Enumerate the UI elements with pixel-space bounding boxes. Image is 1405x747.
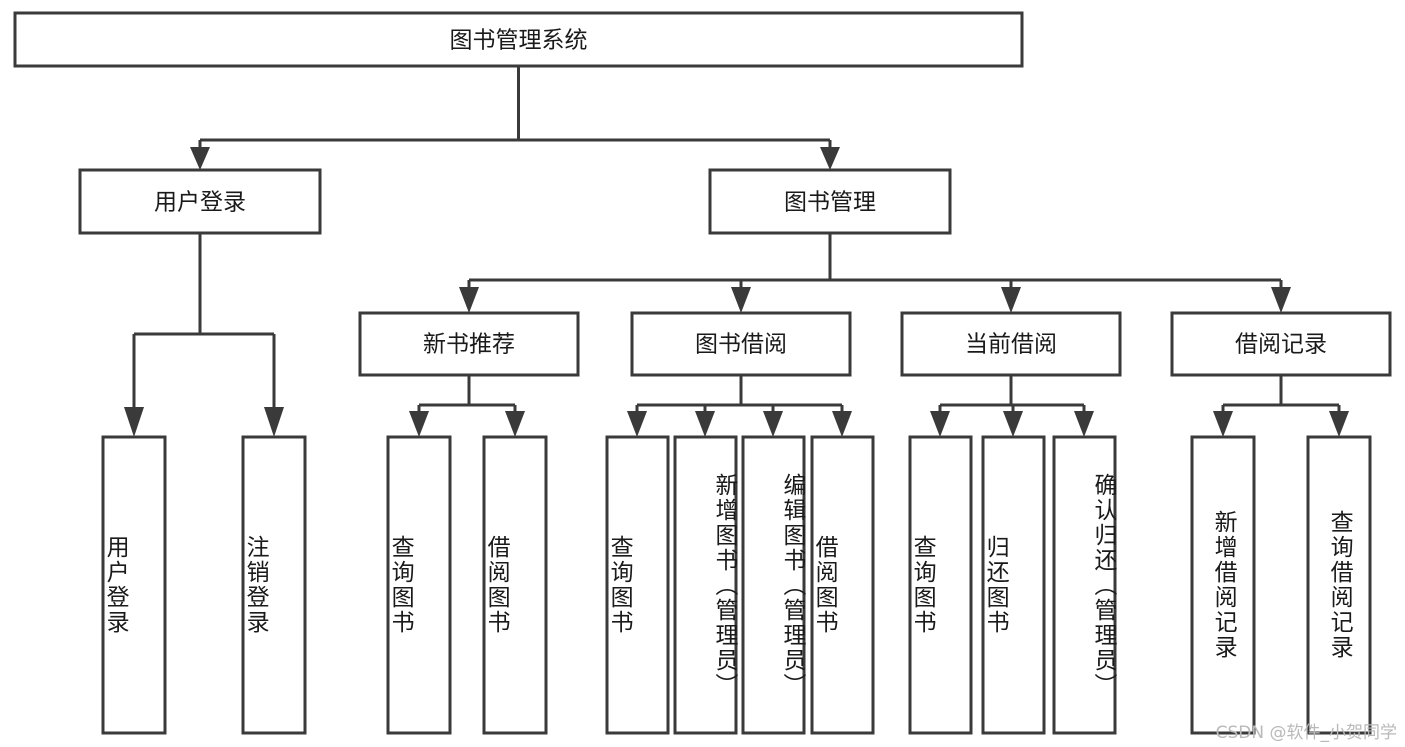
node-box-user-login[interactable] bbox=[78, 168, 322, 235]
node-box-root[interactable] bbox=[13, 11, 1024, 68]
arrow-head-leaf-query-book-2 bbox=[627, 411, 647, 437]
node-new-book-rec[interactable]: 新书推荐 bbox=[358, 311, 580, 377]
node-label-new-book-rec: 新书推荐 bbox=[423, 332, 515, 358]
arrow-head-leaf-query-book-3 bbox=[930, 411, 950, 437]
node-box-current-borrow[interactable] bbox=[900, 311, 1122, 377]
node-box-leaf-query-book-2[interactable] bbox=[605, 435, 670, 735]
csdn-watermark: CSDN @软件_小贺同学 bbox=[1215, 723, 1397, 743]
arrow-head-book-manage bbox=[820, 147, 840, 170]
arrow-head-leaf-add-book bbox=[695, 411, 715, 437]
node-box-leaf-borrow-book-2[interactable] bbox=[810, 435, 875, 735]
node-box-leaf-borrow-book-1[interactable] bbox=[482, 435, 548, 735]
arrow-head-book-borrow bbox=[731, 287, 751, 313]
arrow-head-leaf-edit-book bbox=[763, 411, 783, 437]
node-borrow-records[interactable]: 借阅记录 bbox=[1170, 311, 1392, 377]
node-box-leaf-add-book[interactable] bbox=[673, 435, 738, 735]
node-box-leaf-logout[interactable] bbox=[241, 435, 307, 735]
node-root[interactable]: 图书管理系统 bbox=[13, 11, 1024, 68]
arrow-head-leaf-confirm-return bbox=[1074, 411, 1094, 437]
node-book-borrow[interactable]: 图书借阅 bbox=[630, 311, 852, 377]
arrow-head-leaf-user-login bbox=[124, 407, 144, 437]
arrow-head-leaf-return-book bbox=[1003, 411, 1023, 437]
connector-group-borrow-records bbox=[1213, 375, 1349, 437]
node-label-book-borrow: 图书借阅 bbox=[695, 332, 787, 358]
node-label-book-manage: 图书管理 bbox=[784, 190, 876, 216]
node-box-leaf-query-book-3[interactable] bbox=[908, 435, 973, 735]
node-label-borrow-records: 借阅记录 bbox=[1235, 332, 1327, 358]
node-box-leaf-add-record[interactable] bbox=[1190, 435, 1256, 735]
arrow-head-leaf-logout bbox=[264, 407, 284, 437]
arrow-head-leaf-query-record bbox=[1329, 411, 1349, 437]
node-box-book-borrow[interactable] bbox=[630, 311, 852, 377]
node-user-login[interactable]: 用户登录 bbox=[78, 168, 322, 235]
connector-group-user-login bbox=[124, 233, 284, 437]
node-box-leaf-edit-book[interactable] bbox=[741, 435, 806, 735]
arrow-head-borrow-records bbox=[1271, 287, 1291, 313]
node-book-manage[interactable]: 图书管理 bbox=[708, 168, 952, 235]
node-box-new-book-rec[interactable] bbox=[358, 311, 580, 377]
connector-group-root bbox=[190, 66, 840, 170]
arrow-head-leaf-borrow-book-2 bbox=[832, 411, 852, 437]
arrow-head-leaf-borrow-book-1 bbox=[505, 411, 525, 437]
node-box-leaf-query-book-1[interactable] bbox=[386, 435, 452, 735]
arrow-head-leaf-add-record bbox=[1213, 411, 1233, 437]
leaf-boxes bbox=[101, 435, 1372, 735]
node-box-borrow-records[interactable] bbox=[1170, 311, 1392, 377]
node-box-book-manage[interactable] bbox=[708, 168, 952, 235]
arrow-head-leaf-query-book-1 bbox=[409, 411, 429, 437]
node-label-current-borrow: 当前借阅 bbox=[965, 332, 1057, 358]
connector-group-new-book-rec bbox=[409, 375, 525, 437]
node-label-user-login: 用户登录 bbox=[154, 190, 246, 216]
arrow-head-new-book-rec bbox=[459, 287, 479, 313]
arrow-head-current-borrow bbox=[1001, 287, 1021, 313]
arrow-head-user-login bbox=[190, 147, 210, 170]
node-box-leaf-return-book[interactable] bbox=[981, 435, 1046, 735]
node-box-leaf-query-record[interactable] bbox=[1306, 435, 1372, 735]
node-label-root: 图书管理系统 bbox=[450, 28, 588, 54]
node-current-borrow[interactable]: 当前借阅 bbox=[900, 311, 1122, 377]
node-box-leaf-user-login[interactable] bbox=[101, 435, 167, 735]
connector-group-book-borrow bbox=[627, 375, 852, 437]
node-box-leaf-confirm-return[interactable] bbox=[1052, 435, 1117, 735]
connector-group-current-borrow bbox=[930, 375, 1094, 437]
connector-group-book-manage bbox=[459, 233, 1291, 313]
